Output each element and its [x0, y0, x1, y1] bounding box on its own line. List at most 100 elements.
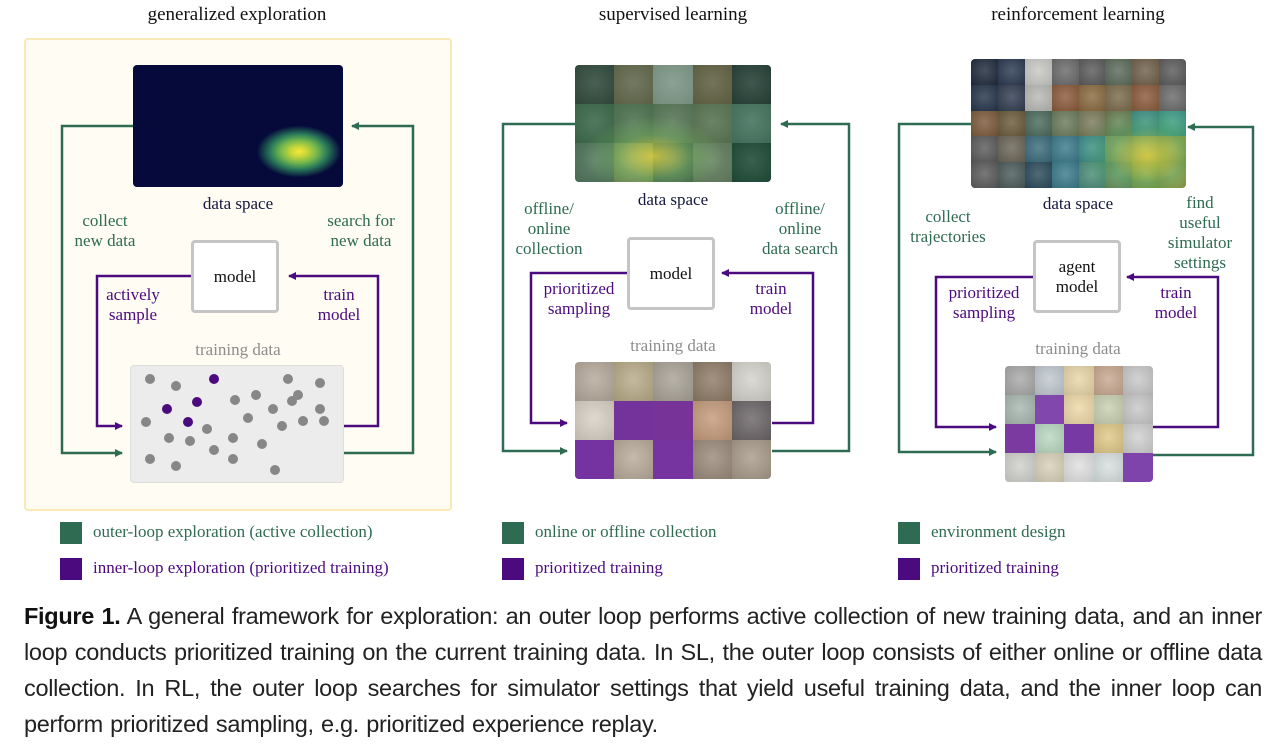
model-box: model: [191, 240, 279, 313]
image-tile: [1123, 453, 1153, 482]
panel-title-reinforcement: reinforcement learning: [991, 4, 1165, 25]
sampled-training-point: [191, 396, 202, 407]
legend-text-inner: prioritized training: [931, 558, 1059, 577]
image-tile: [1034, 395, 1065, 424]
training-point: [257, 438, 268, 449]
image-tile: [731, 401, 771, 440]
training-point: [318, 415, 329, 426]
training-data-image-grid-dogs: [575, 362, 771, 479]
sampled-training-point: [208, 373, 219, 384]
inner-left-label: prioritized sampling: [948, 283, 1020, 322]
legend-text-inner: prioritized training: [535, 558, 663, 577]
legend-text-outer: outer-loop exploration (active collectio…: [93, 522, 373, 541]
training-point: [227, 432, 238, 443]
training-point: [268, 403, 279, 414]
image-tile: [731, 362, 771, 401]
outer-right-label: find useful simulator settings: [1167, 193, 1233, 272]
model-box: agent model: [1033, 240, 1121, 313]
caption-text: A general framework for exploration: an …: [24, 603, 1262, 737]
image-tile: [1093, 424, 1124, 453]
image-tile: [692, 362, 732, 401]
outer-left-label: collect trajectories: [910, 207, 986, 246]
training-point: [185, 436, 196, 447]
inner-left-label: prioritized sampling: [543, 279, 615, 318]
legend-text-outer: environment design: [931, 522, 1066, 541]
image-tile: [1034, 424, 1065, 453]
training-point: [287, 395, 298, 406]
model-label: model: [213, 266, 257, 286]
image-tile: [1123, 366, 1153, 395]
image-tile: [575, 440, 615, 479]
image-tile: [653, 362, 693, 401]
image-tile: [1123, 424, 1153, 453]
inner-right-label: train model: [1154, 283, 1198, 322]
outer-loop-generalized: [60, 122, 415, 457]
legend-swatch-outer: [502, 522, 524, 544]
training-data-scatter: [130, 365, 344, 483]
image-tile: [731, 440, 771, 479]
figure-caption: Figure 1. A general framework for explor…: [24, 598, 1262, 742]
model-label: model: [649, 263, 693, 283]
training-point: [270, 465, 281, 476]
image-tile: [1005, 366, 1035, 395]
outer-right-label: search for new data: [327, 211, 395, 250]
model-box: model: [627, 237, 715, 310]
training-point: [202, 423, 213, 434]
image-tile: [614, 362, 654, 401]
data-space-label: data space: [1042, 194, 1114, 213]
outer-left-label: collect new data: [74, 211, 136, 250]
inner-right-label: train model: [317, 285, 361, 324]
data-space-image-grid-animals: [575, 65, 771, 182]
legend-swatch-inner: [60, 558, 82, 580]
data-space-image-grid-environments: [971, 59, 1186, 188]
training-point: [227, 453, 238, 464]
model-label: agent model: [1055, 256, 1099, 296]
training-point: [314, 403, 325, 414]
outer-left-arrow: [60, 124, 133, 457]
image-tile: [653, 401, 693, 440]
training-point: [251, 390, 262, 400]
image-tile: [1005, 453, 1035, 482]
inner-right-arrow: [288, 272, 380, 428]
legend-text-outer: online or offline collection: [535, 522, 717, 541]
inner-left-label: actively sample: [106, 285, 160, 324]
inner-loop-supervised: [529, 269, 815, 427]
training-data-image-grid-levels: [1005, 366, 1153, 482]
inner-left-arrow: [95, 274, 191, 430]
training-point: [164, 432, 175, 443]
image-tile: [1005, 395, 1035, 424]
image-tile: [692, 401, 732, 440]
legend-swatch-inner: [502, 558, 524, 580]
image-tile: [1034, 366, 1065, 395]
legend-swatch-outer: [898, 522, 920, 544]
image-tile: [575, 362, 615, 401]
image-tile: [1064, 424, 1094, 453]
panel-title-generalized: generalized exploration: [147, 4, 327, 25]
training-point: [282, 373, 293, 384]
data-space-heatmap: [133, 65, 343, 187]
legend-swatch-outer: [60, 522, 82, 544]
outer-left-label: offline/ online collection: [515, 199, 583, 258]
training-data-label: training data: [1035, 339, 1121, 358]
data-space-label: data space: [637, 190, 709, 209]
training-point: [208, 444, 219, 455]
training-point: [297, 415, 308, 426]
image-tile: [653, 440, 693, 479]
image-tile: [614, 440, 654, 479]
image-tile: [1093, 453, 1124, 482]
training-point: [170, 380, 181, 391]
training-data-label: training data: [630, 336, 716, 355]
inner-loop-reinforcement: [934, 273, 1220, 431]
image-tile: [1034, 453, 1065, 482]
inner-right-label: train model: [749, 279, 793, 318]
legend-swatch-inner: [898, 558, 920, 580]
training-point: [145, 373, 156, 384]
image-tile: [575, 401, 615, 440]
image-tile: [1123, 395, 1153, 424]
training-point: [229, 394, 240, 405]
outer-right-arrow: [343, 122, 415, 455]
legend-text-inner: inner-loop exploration (prioritized trai…: [93, 558, 389, 577]
data-space-label: data space: [202, 194, 274, 213]
outer-right-label: offline/ online data search: [762, 199, 838, 258]
sampled-training-point: [162, 403, 173, 414]
